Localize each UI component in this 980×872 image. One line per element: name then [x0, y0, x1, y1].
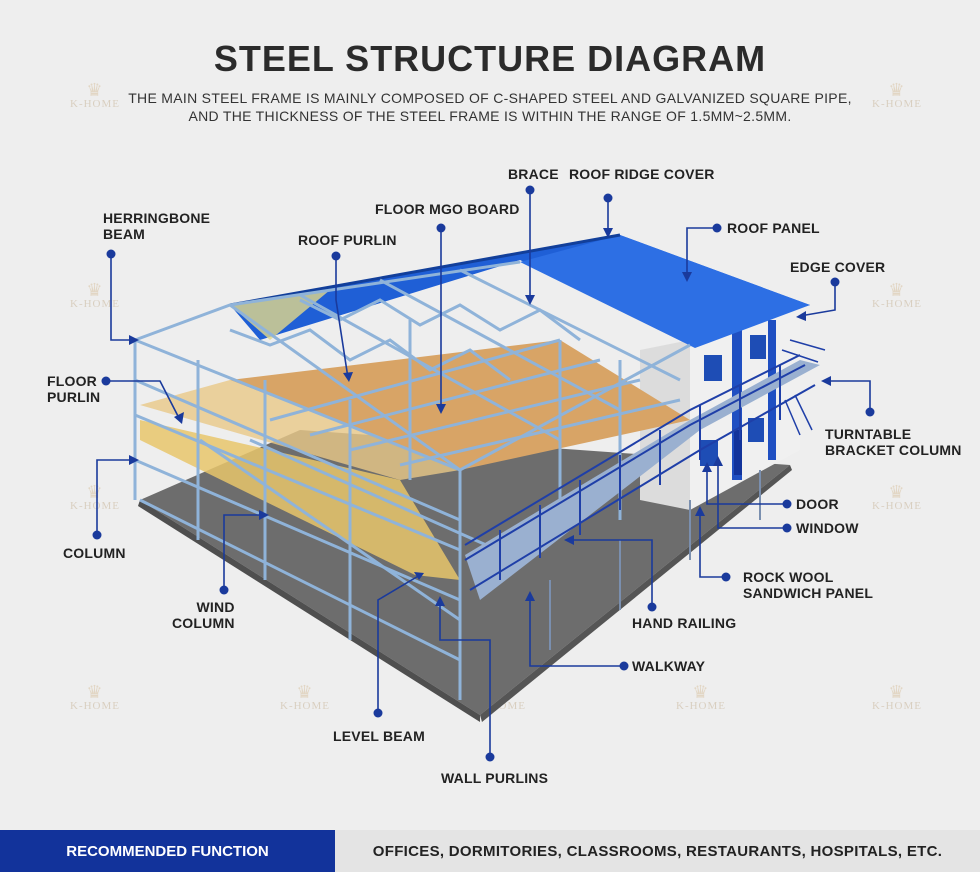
watermark: ♛K-HOME — [70, 482, 120, 512]
label-window: WINDOW — [796, 520, 859, 536]
label-roof-purlin: ROOF PURLIN — [298, 232, 397, 248]
watermark: ♛K-HOME — [872, 280, 922, 310]
watermark: ♛K-HOME — [872, 482, 922, 512]
label-column: COLUMN — [63, 545, 126, 561]
floor-mgo-board — [230, 340, 690, 470]
floor-truss — [140, 420, 460, 580]
walkway-columns — [549, 470, 761, 650]
label-wind-column: WIND COLUMN — [172, 599, 235, 631]
door-icon — [734, 430, 742, 475]
watermark: ♛K-HOME — [70, 80, 120, 110]
roof-panel-front — [520, 235, 810, 348]
label-turntable-bracket-column: TURNTABLE BRACKET COLUMN — [825, 426, 962, 458]
label-door: DOOR — [796, 496, 839, 512]
footer-recommended-function: RECOMMENDED FUNCTION — [0, 830, 335, 872]
label-roof-panel: ROOF PANEL — [727, 220, 820, 236]
watermark: ♛K-HOME — [70, 682, 120, 712]
label-level-beam: LEVEL BEAM — [333, 728, 425, 744]
diagram-subtitle-line2: AND THE THICKNESS OF THE STEEL FRAME IS … — [188, 108, 792, 124]
label-brace: BRACE — [508, 166, 559, 182]
watermark: ♛K-HOME — [872, 682, 922, 712]
label-wall-purlins: WALL PURLINS — [441, 770, 549, 786]
label-herringbone-beam: HERRINGBONE BEAM — [103, 210, 211, 242]
hand-railing — [464, 354, 816, 591]
leader-lines — [96, 190, 871, 757]
stairs — [781, 339, 826, 436]
label-floor-purlin: FLOOR PURLIN — [47, 373, 101, 405]
label-roof-ridge-cover: ROOF RIDGE COVER — [569, 166, 715, 182]
building-illustration — [92, 185, 875, 762]
label-walkway: WALKWAY — [632, 658, 706, 674]
label-edge-cover: EDGE COVER — [790, 259, 886, 275]
diagram-title: STEEL STRUCTURE DIAGRAM — [213, 38, 767, 79]
watermark: ♛K-HOME — [70, 280, 120, 310]
footer-functions-list: OFFICES, DORMITORIES, CLASSROOMS, RESTAU… — [335, 830, 980, 872]
watermark: ♛K-HOME — [676, 682, 726, 712]
diagram-subtitle-line1: THE MAIN STEEL FRAME IS MAINLY COMPOSED … — [128, 90, 852, 106]
steel-frame — [133, 260, 691, 700]
leader-arrowheads — [129, 228, 831, 606]
leader-dots — [92, 185, 875, 762]
watermark: ♛K-HOME — [872, 80, 922, 110]
watermark: ♛K-HOME — [280, 682, 330, 712]
label-floor-mgo-board: FLOOR MGO BOARD — [375, 201, 520, 217]
label-hand-railing: HAND RAILING — [632, 615, 737, 631]
label-rock-wool-sandwich-panel: ROCK WOOL SANDWICH PANEL — [743, 569, 874, 601]
